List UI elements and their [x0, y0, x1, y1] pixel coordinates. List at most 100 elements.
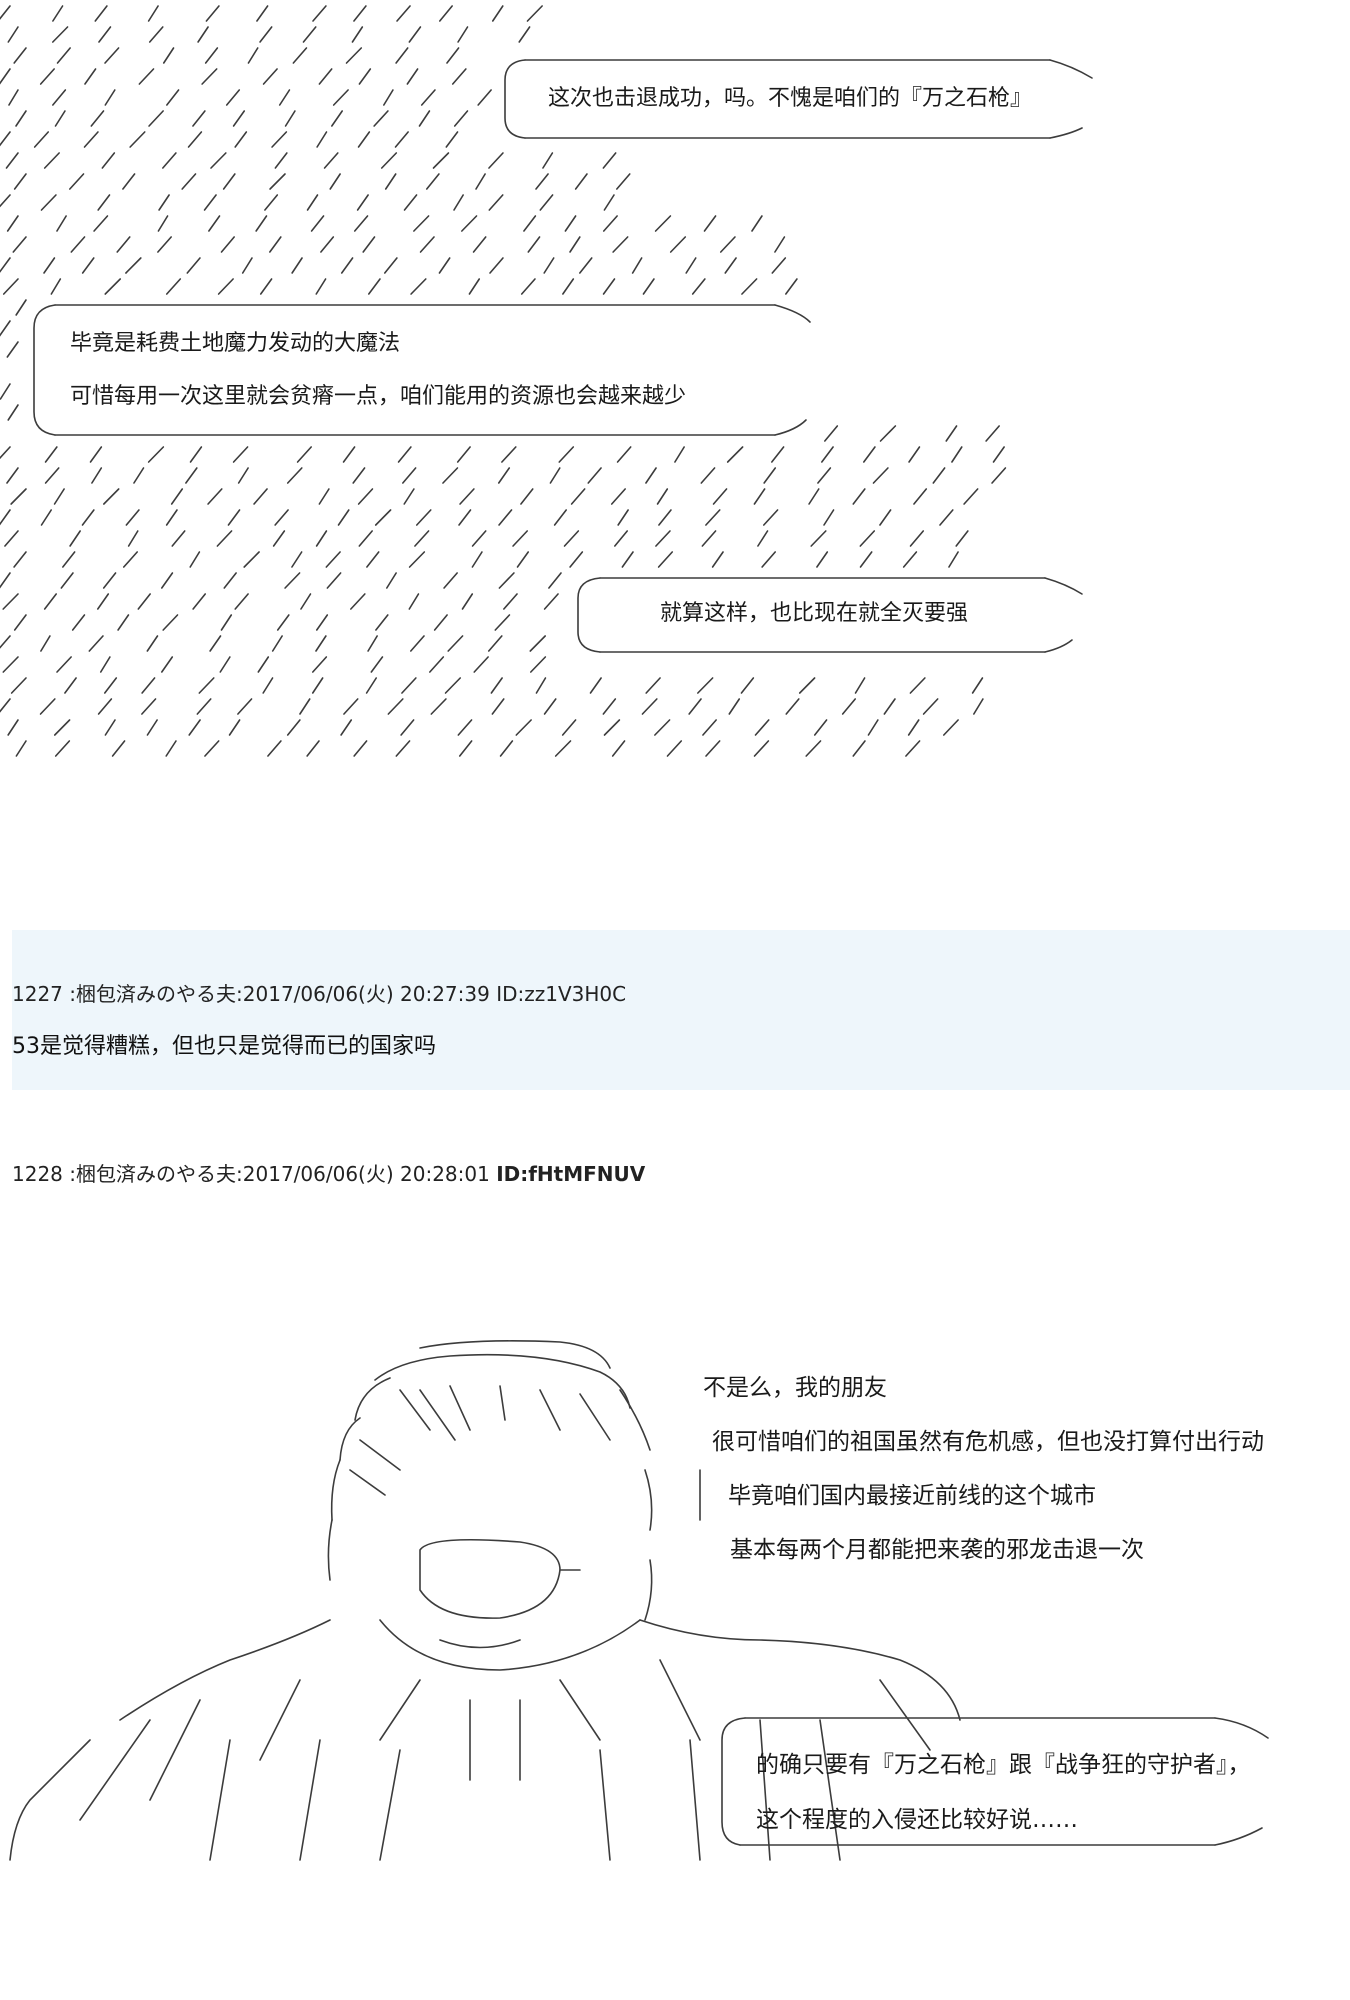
rain-stroke — [702, 719, 717, 736]
rain-stroke — [2, 278, 19, 295]
rain-stroke — [255, 215, 268, 232]
rain-stroke — [516, 551, 530, 568]
rain-stroke — [146, 719, 158, 736]
rain-stroke — [558, 446, 575, 463]
rain-stroke — [408, 26, 422, 43]
post-id[interactable]: ID:zz1V3H0C — [496, 982, 627, 1006]
rain-stroke — [296, 446, 312, 463]
rain-stroke — [237, 467, 249, 484]
rain-stroke — [188, 719, 201, 736]
post-1227 — [12, 930, 1350, 1090]
rain-stroke — [0, 698, 11, 713]
rain-stroke — [205, 5, 220, 22]
rain-stroke — [292, 47, 308, 64]
rain-stroke — [181, 173, 197, 190]
rain-stroke — [125, 257, 142, 274]
rain-stroke — [530, 656, 547, 673]
rain-stroke — [186, 257, 201, 274]
rain-stroke — [491, 698, 505, 715]
rain-stroke — [712, 488, 728, 505]
rain-stroke — [402, 467, 417, 484]
rain-stroke — [310, 215, 325, 232]
rain-stroke — [356, 194, 369, 211]
rain-stroke — [318, 488, 330, 505]
rain-stroke — [148, 26, 164, 43]
rain-stroke — [498, 509, 513, 526]
rain-stroke — [373, 110, 389, 127]
rain-stroke — [821, 446, 834, 463]
rain-stroke — [499, 740, 514, 757]
rain-stroke — [753, 488, 766, 505]
speech-bubble-1-frame — [504, 59, 1093, 139]
rain-stroke — [841, 698, 857, 715]
post-author: 梱包済みのやる夫 — [76, 1162, 237, 1186]
rain-stroke — [805, 740, 822, 757]
rain-stroke — [299, 698, 311, 715]
rain-stroke — [700, 467, 716, 484]
rain-strokes — [0, 5, 1007, 757]
rain-stroke — [453, 194, 464, 211]
rain-stroke — [259, 26, 273, 43]
rain-stroke — [415, 509, 432, 526]
rain-stroke — [548, 572, 562, 589]
post-1228-line-3: 毕竟咱们国内最接近前线的这个城市 — [728, 1483, 1096, 1509]
rain-stroke — [475, 173, 486, 190]
rain-stroke — [220, 614, 233, 631]
rain-stroke — [253, 488, 268, 505]
rain-stroke — [326, 572, 342, 589]
rain-stroke — [97, 194, 111, 211]
rain-stroke — [0, 635, 11, 649]
post-id[interactable]: ID:fHtMFNUV — [496, 1162, 646, 1186]
rain-stroke — [430, 698, 447, 715]
rain-stroke — [808, 488, 820, 505]
rain-stroke — [291, 551, 303, 568]
rain-stroke — [410, 278, 427, 295]
post-author: 梱包済みのやる夫 — [76, 982, 237, 1006]
rain-stroke — [96, 593, 110, 610]
rain-stroke — [165, 509, 178, 526]
rain-stroke — [10, 677, 27, 694]
rain-stroke — [337, 509, 350, 526]
rain-stroke — [13, 551, 27, 568]
rain-stroke — [40, 509, 53, 526]
rain-stroke — [785, 698, 800, 715]
rain-stroke — [535, 173, 549, 190]
rain-stroke — [457, 26, 469, 43]
rain-stroke — [99, 656, 111, 673]
rain-stroke — [553, 509, 567, 526]
rain-stroke — [763, 467, 777, 484]
rain-stroke — [306, 194, 319, 211]
rain-stroke — [70, 236, 86, 253]
rain-stroke — [473, 656, 489, 673]
rain-stroke — [6, 341, 19, 358]
rain-stroke — [15, 110, 27, 127]
rain-stroke — [15, 740, 27, 757]
rain-stroke — [342, 446, 356, 463]
speech-bubble-4-frame — [721, 1717, 1269, 1846]
rain-stroke — [234, 131, 248, 148]
rain-stroke — [384, 173, 397, 190]
post-number[interactable]: 1227 — [12, 982, 63, 1006]
rain-stroke — [385, 572, 397, 589]
rain-stroke — [94, 5, 108, 22]
rain-stroke — [312, 5, 327, 22]
rain-stroke — [0, 5, 11, 20]
rain-stroke — [468, 278, 481, 295]
rain-stroke — [602, 152, 617, 169]
rain-stroke — [705, 509, 721, 526]
bubble-4-text-line2: 这个程度的入侵还比较好说…… — [756, 1807, 1078, 1833]
rain-stroke — [60, 572, 74, 589]
rain-stroke — [325, 551, 341, 568]
rain-stroke — [529, 635, 546, 652]
post-1228-line-2: 很可惜咱们的祖国虽然有危机感，但也没打算付出行动 — [712, 1429, 1264, 1455]
rain-stroke — [300, 593, 312, 610]
rain-stroke — [879, 425, 897, 442]
rain-stroke — [228, 719, 241, 736]
rain-stroke — [395, 47, 409, 64]
rain-stroke — [315, 530, 328, 547]
post-number[interactable]: 1228 — [12, 1162, 63, 1186]
rain-stroke — [0, 572, 11, 589]
rain-stroke — [621, 551, 634, 568]
rain-stroke — [0, 194, 11, 208]
